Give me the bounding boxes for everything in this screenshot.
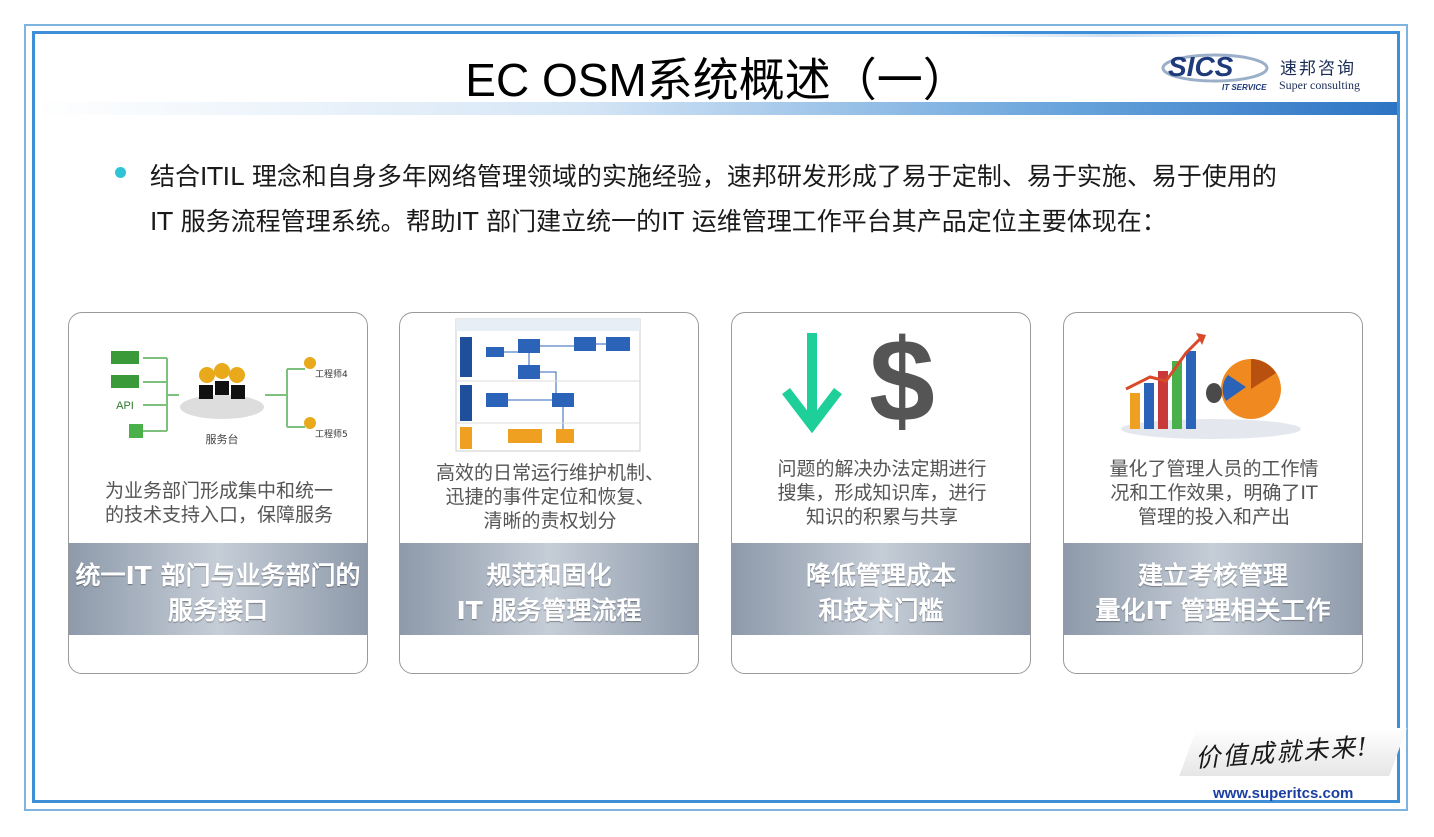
slide-inner-frame <box>32 31 1400 803</box>
slide-title: EC OSM系统概述（一） <box>465 54 969 106</box>
service-desk-diagram-icon: API 服务台 工程师4 工程师5 <box>111 351 348 446</box>
desc-line: 迅捷的事件定位和恢复、 <box>445 486 655 508</box>
desc-line: 清晰的责权划分 <box>483 510 617 532</box>
card-band <box>1064 543 1362 635</box>
engineer5-label: 工程师5 <box>315 428 348 440</box>
footer-url-link[interactable]: www.superitcs.com <box>1213 785 1354 802</box>
card-band <box>732 543 1030 635</box>
desc-line: 量化了管理人员的工作情 <box>1109 458 1319 480</box>
band-line: 规范和固化 <box>486 561 612 590</box>
logo-text-cn: 速邦咨询 <box>1280 59 1356 79</box>
card-band-title: 规范和固化 IT 服务管理流程 <box>400 558 698 628</box>
down-arrow-dollar-icon: $ <box>782 315 935 447</box>
desc-line: 问题的解决办法定期进行 <box>777 458 987 480</box>
dollar-symbol: $ <box>869 315 935 447</box>
band-line: 量化IT 管理相关工作 <box>1095 596 1331 625</box>
desc-line: 况和工作效果，明确了IT <box>1110 482 1318 504</box>
card-description: 量化了管理人员的工作情 况和工作效果，明确了IT 管理的投入和产出 <box>1074 457 1354 529</box>
title-underline-bar <box>35 102 1397 115</box>
process-flowchart-icon <box>455 318 641 452</box>
intro-paragraph: 结合ITIL 理念和自身多年网络管理领域的实施经验，速邦研发形成了易于定制、易于… <box>150 154 1350 244</box>
desc-line: 管理的投入和产出 <box>1137 506 1290 528</box>
service-desk-label: 服务台 <box>206 432 239 446</box>
card-description: 高效的日常运行维护机制、 迅捷的事件定位和恢复、 清晰的责权划分 <box>410 461 690 533</box>
sics-logo: SICS IT SERVICE <box>1161 51 1269 92</box>
desc-line: 为业务部门形成集中和统一 <box>104 480 333 502</box>
band-line: 服务接口 <box>167 596 268 625</box>
title-top-line <box>955 34 1255 37</box>
api-label: API <box>116 400 134 412</box>
card-cost-reduction: $ 问题的解决办法定期进行 搜集，形成知识库，进行 知识的积累与共享 降低管理成… <box>731 312 1031 674</box>
desc-line: 知识的积累与共享 <box>805 506 958 528</box>
band-line: IT 服务管理流程 <box>456 596 642 625</box>
card-performance-assessment: 量化了管理人员的工作情 况和工作效果，明确了IT 管理的投入和产出 建立考核管理… <box>1063 312 1363 674</box>
bar-chart-pie-icon <box>1121 333 1301 439</box>
band-line: 统一IT 部门与业务部门的 <box>75 561 361 590</box>
engineer4-label: 工程师4 <box>315 368 348 380</box>
band-line: 建立考核管理 <box>1137 561 1288 590</box>
card-service-interface: API 服务台 工程师4 工程师5 为业务部门形成集中和统一 的技术支持入口，保… <box>68 312 368 674</box>
logo-mark: SICS <box>1168 51 1234 82</box>
desc-line: 高效的日常运行维护机制、 <box>435 462 664 484</box>
card-band-title: 建立考核管理 量化IT 管理相关工作 <box>1064 558 1362 628</box>
card-description: 为业务部门形成集中和统一 的技术支持入口，保障服务 <box>79 479 359 527</box>
card-band-title: 统一IT 部门与业务部门的 服务接口 <box>69 558 367 628</box>
intro-line-1: 结合ITIL 理念和自身多年网络管理领域的实施经验，速邦研发形成了易于定制、易于… <box>150 162 1277 191</box>
band-line: 和技术门槛 <box>818 596 944 625</box>
card-band <box>69 543 367 635</box>
card-process-standardization: 高效的日常运行维护机制、 迅捷的事件定位和恢复、 清晰的责权划分 规范和固化 I… <box>399 312 699 674</box>
desc-line: 的技术支持入口，保障服务 <box>104 504 333 526</box>
slide-outer-frame <box>24 24 1408 811</box>
card-description: 问题的解决办法定期进行 搜集，形成知识库，进行 知识的积累与共享 <box>742 457 1022 529</box>
logo-text-en: Super consulting <box>1279 78 1360 92</box>
bullet-dot <box>115 167 126 178</box>
band-line: 降低管理成本 <box>805 561 956 590</box>
card-band-title: 降低管理成本 和技术门槛 <box>732 558 1030 628</box>
card-band <box>400 543 698 635</box>
logo-subtitle: IT SERVICE <box>1222 83 1267 92</box>
desc-line: 搜集，形成知识库，进行 <box>777 482 987 504</box>
intro-line-2: IT 服务流程管理系统。帮助IT 部门建立统一的IT 运维管理工作平台其产品定位… <box>150 207 1167 236</box>
